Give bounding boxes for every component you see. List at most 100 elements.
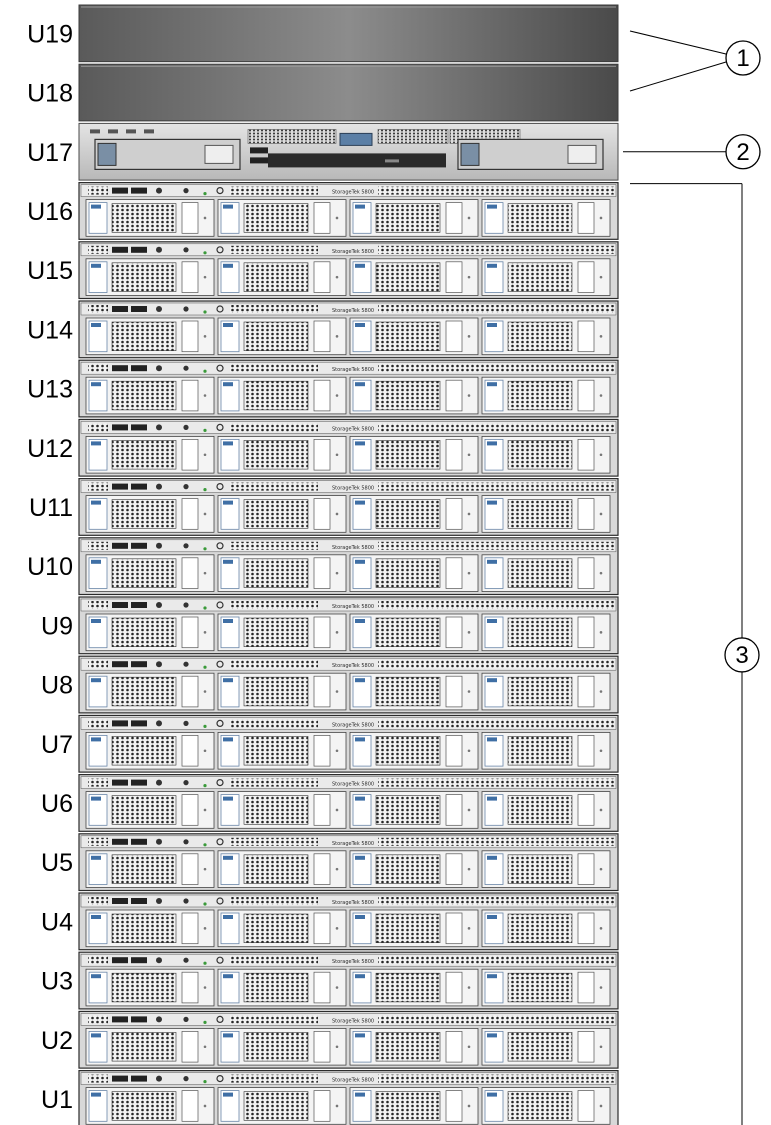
drive-led — [599, 1104, 603, 1108]
drive-handle — [313, 616, 331, 649]
sun-logo — [355, 974, 365, 979]
drive-led — [599, 394, 603, 397]
drive-handle — [445, 1031, 463, 1063]
drive-handle — [577, 912, 595, 945]
drive-led — [203, 216, 207, 220]
drive-led — [203, 512, 207, 516]
unit-u19 — [78, 4, 619, 63]
drive-label — [88, 1090, 108, 1122]
sun-logo — [487, 796, 497, 801]
drive-handle — [181, 439, 199, 471]
drive-bay — [217, 376, 347, 415]
front-vent — [88, 897, 108, 905]
drive-vent — [375, 736, 441, 766]
drive-label — [352, 261, 372, 293]
usb-port — [131, 365, 147, 372]
drive-bay — [85, 376, 215, 415]
unit-label-u14: U14 — [27, 316, 73, 344]
drive-handle — [181, 1031, 199, 1063]
locator-button — [183, 188, 189, 194]
unit-u18 — [78, 63, 619, 122]
drive-label — [88, 261, 108, 293]
drive-handle — [577, 439, 595, 471]
usb-port — [112, 187, 128, 194]
drive-label — [220, 735, 240, 767]
drive-label — [220, 853, 240, 885]
drive-vent — [375, 972, 441, 1003]
unit-label-u4: U4 — [41, 908, 73, 936]
usb-port — [250, 157, 268, 164]
drive-vent — [507, 972, 573, 1003]
drive-vent — [507, 676, 573, 707]
drive-label — [88, 202, 108, 234]
unit-u5: StorageTek 5800 — [78, 833, 619, 892]
drive-led — [467, 275, 471, 279]
drive-label — [352, 498, 372, 530]
front-vent — [88, 778, 108, 787]
usb-port — [131, 483, 147, 490]
drive-bay — [481, 672, 611, 711]
unit-u7: StorageTek 5800 — [78, 714, 619, 773]
drive-vent — [375, 321, 441, 352]
status-led — [203, 784, 207, 788]
drive-bay — [481, 1087, 611, 1125]
status-led — [203, 547, 207, 551]
sun-logo — [487, 204, 497, 209]
drive-led — [467, 690, 471, 693]
blank-panel — [78, 63, 619, 122]
drive-bay — [217, 850, 347, 888]
sun-logo — [487, 263, 497, 268]
drive-handle — [313, 379, 331, 412]
drive-led — [467, 335, 471, 338]
power-button — [156, 1016, 162, 1023]
drive-vent — [375, 676, 441, 707]
front-vent — [88, 1074, 108, 1083]
drive-handle — [445, 557, 463, 589]
model-text: StorageTek 5800 — [332, 959, 374, 965]
sun-logo — [223, 204, 233, 209]
front-vent — [88, 956, 108, 965]
drive-handle — [445, 439, 463, 471]
drive-handle — [445, 320, 463, 353]
usb-port — [131, 720, 147, 727]
drive-handle — [181, 261, 199, 293]
drive-handle — [577, 320, 595, 353]
drive-label — [352, 912, 372, 945]
drive-led — [203, 867, 207, 871]
front-vent — [378, 1015, 614, 1024]
sun-logo — [91, 1092, 101, 1097]
drive-vent — [507, 795, 573, 825]
reset-button — [216, 719, 224, 728]
drive-bay — [481, 435, 611, 474]
sun-logo — [223, 323, 233, 327]
usb-port — [112, 838, 128, 845]
sun-logo — [223, 855, 233, 860]
power-button — [156, 720, 162, 727]
drive-bay — [85, 732, 215, 770]
drive-handle — [445, 616, 463, 649]
usb-port — [131, 187, 147, 194]
drive-bay — [349, 909, 479, 948]
drive-handle — [577, 616, 595, 649]
sun-logo — [355, 323, 365, 327]
status-led — [203, 428, 207, 432]
drive-handle — [445, 498, 463, 530]
drive-handle — [445, 794, 463, 826]
power-button — [156, 246, 162, 253]
drive-vent — [375, 1091, 441, 1121]
drive-led — [467, 453, 471, 457]
sun-logo — [223, 974, 233, 979]
drive-bay — [217, 554, 347, 592]
drive-label — [352, 794, 372, 826]
drive-handle — [313, 1090, 331, 1122]
front-vent — [378, 601, 614, 609]
reset-button — [216, 542, 224, 550]
usb-port — [112, 779, 128, 786]
drive-label — [484, 438, 504, 471]
drive-vent — [111, 972, 177, 1003]
power-button — [156, 187, 162, 194]
drive-label — [220, 1031, 240, 1063]
drive-led — [467, 808, 471, 812]
drive-led — [599, 453, 603, 457]
drive-bay — [85, 317, 215, 356]
